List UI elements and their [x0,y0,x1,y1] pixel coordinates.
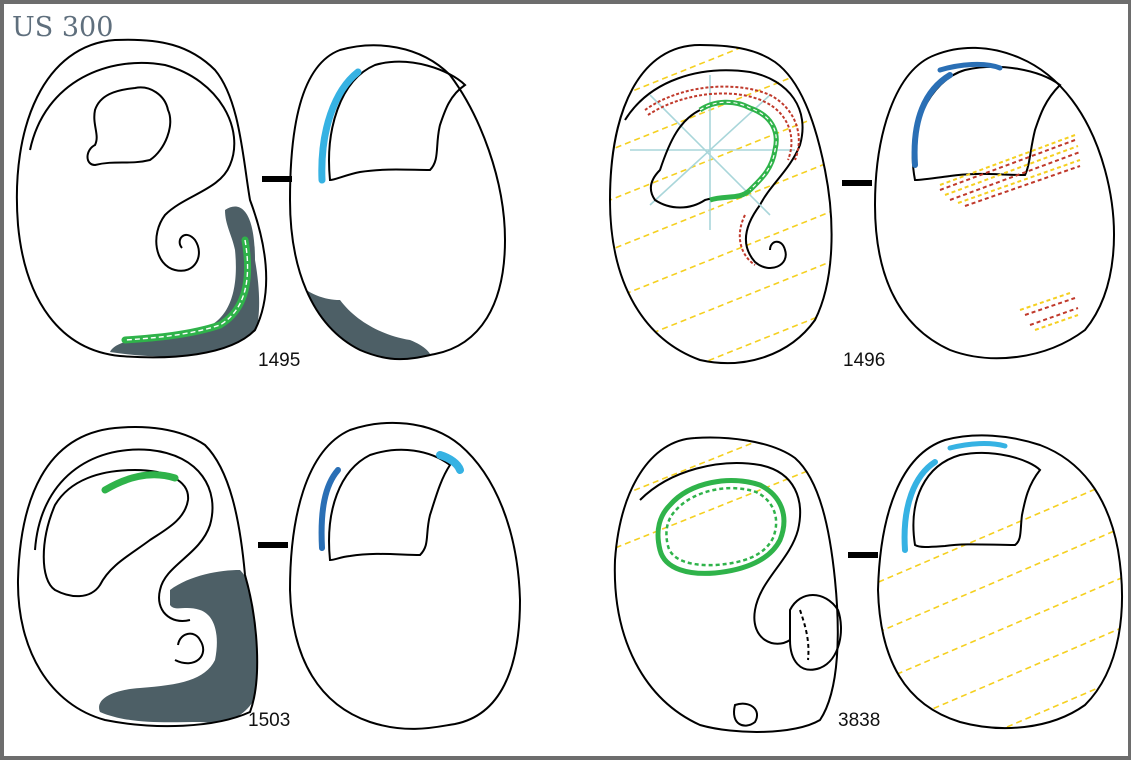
cortex-1495-right [290,270,432,360]
specimen-1496-right-view [873,46,1115,360]
green-line-1496 [698,99,779,203]
specimen-1496-left-view [608,43,833,364]
specimen-1495-right-view [288,44,507,361]
green-ring-3838 [655,478,787,576]
specimen-1503-right-view [288,421,522,730]
specimen-label-1496: 1496 [843,350,885,371]
green-line-1503 [101,471,179,494]
specimen-3838-right-view [876,434,1123,730]
blue-line-1503-top [436,451,464,474]
specimen-1495-left-view [15,38,268,359]
blue-line-1495 [318,68,362,184]
figure-title: US 300 [12,12,114,43]
blue-line-3838-top [947,441,1008,451]
dash-3838 [848,552,878,558]
dash-1503 [258,542,288,548]
specimen-label-1495: 1495 [258,350,300,371]
cortex-1503 [99,570,258,723]
dash-1496 [842,180,872,186]
specimen-label-1503: 1503 [248,710,290,731]
specimen-label-3838: 3838 [838,710,880,731]
specimen-3838-left-view [613,436,842,733]
specimen-1503-left-view [16,425,259,728]
blue-line-1496 [911,72,953,168]
cortex-1495 [110,206,260,357]
blue-line-1503 [318,467,341,551]
dash-1495 [262,176,292,182]
blue-line-3838 [901,459,938,553]
blue-line-1496-top [937,61,1003,73]
